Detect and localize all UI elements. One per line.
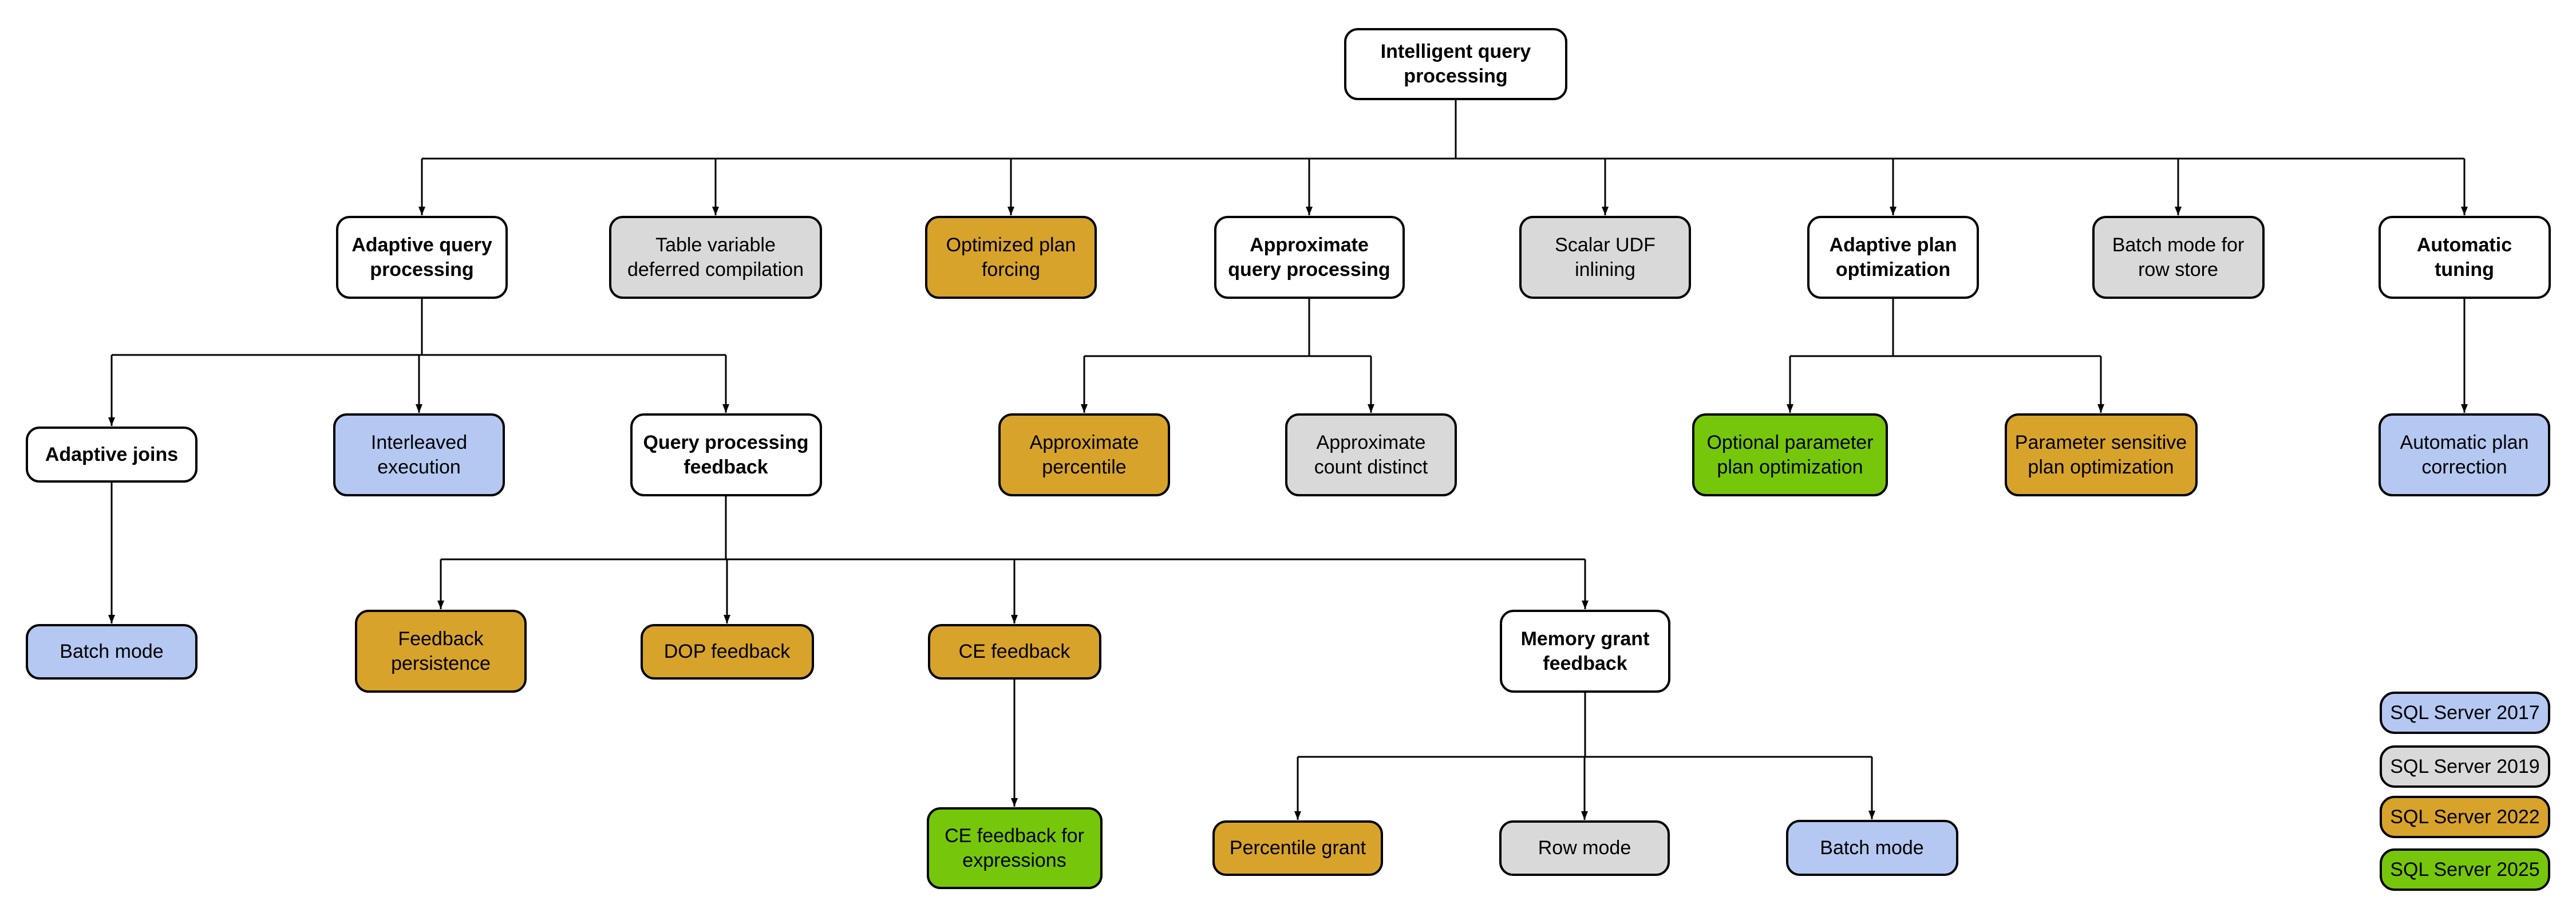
node-batch-mode-memory-grant: Batch mode <box>1785 820 1958 876</box>
node-batch-mode-for-row-store: Batch mode for row store <box>2092 216 2265 299</box>
node-ce-feedback: CE feedback <box>927 624 1101 680</box>
node-dop-feedback: DOP feedback <box>640 624 814 680</box>
node-adaptive-query-processing: Adaptive query processing <box>336 216 508 299</box>
node-table-variable-deferred-compilation: Table variable deferred compilation <box>609 216 822 299</box>
node-approximate-query-processing: Approximate query processing <box>1214 216 1405 299</box>
legend-sql-server-2022: SQL Server 2022 <box>2380 796 2550 838</box>
node-approximate-count-distinct: Approximate count distinct <box>1285 413 1457 496</box>
legend-sql-server-2019: SQL Server 2019 <box>2380 745 2550 788</box>
node-adaptive-plan-optimization: Adaptive plan optimization <box>1807 216 1979 299</box>
node-ce-feedback-for-expressions: CE feedback for expressions <box>926 807 1103 889</box>
node-approximate-percentile: Approximate percentile <box>998 413 1170 496</box>
node-interleaved-execution: Interleaved execution <box>333 413 505 496</box>
node-scalar-udf-inlining: Scalar UDF inlining <box>1519 216 1691 299</box>
node-query-processing-feedback: Query processing feedback <box>630 413 822 496</box>
node-optimized-plan-forcing: Optimized plan forcing <box>925 216 1097 299</box>
node-memory-grant-feedback: Memory grant feedback <box>1500 610 1670 693</box>
node-optional-parameter-plan-optimization: Optional parameter plan optimization <box>1692 413 1888 496</box>
node-intelligent-query-processing: Intelligent query processing <box>1344 28 1567 100</box>
node-feedback-persistence: Feedback persistence <box>355 610 527 693</box>
node-parameter-sensitive-plan-optimization: Parameter sensitive plan optimization <box>2004 413 2198 496</box>
node-automatic-tuning: Automatic tuning <box>2378 216 2551 299</box>
legend-sql-server-2025: SQL Server 2025 <box>2380 848 2550 891</box>
node-adaptive-joins: Adaptive joins <box>26 427 197 483</box>
node-automatic-plan-correction: Automatic plan correction <box>2379 413 2550 496</box>
node-batch-mode-adaptive-joins: Batch mode <box>26 624 197 680</box>
node-row-mode: Row mode <box>1499 820 1670 876</box>
node-percentile-grant: Percentile grant <box>1212 820 1383 876</box>
legend-sql-server-2017: SQL Server 2017 <box>2380 692 2550 734</box>
